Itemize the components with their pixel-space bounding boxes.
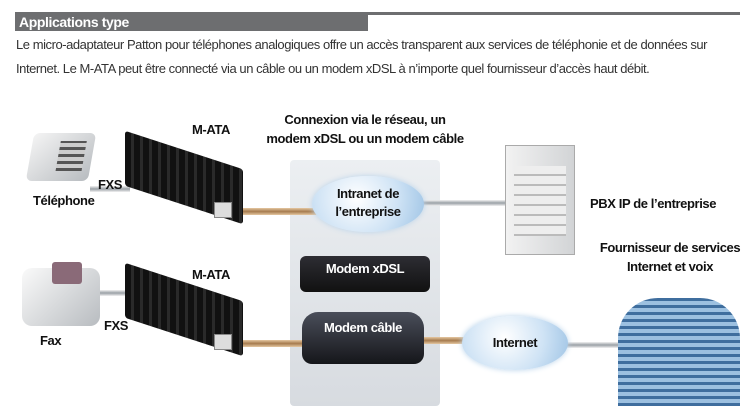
telephone-label: Téléphone [33,193,95,208]
section-title: Applications type [15,12,368,31]
intranet-cloud-icon [312,176,424,232]
telephone-icon [25,133,97,181]
ethernet-cable-1 [225,208,320,215]
m-ata-label-1: M-ATA [192,122,230,137]
connection-title-1: Connexion via le réseau, un [284,112,446,127]
pbx-link [420,200,510,206]
internet-label: Internet [492,335,538,350]
intro-line-1: Le micro-adaptateur Patton pour téléphon… [16,37,708,52]
header-rule [15,12,740,15]
internet-provider-link [560,342,622,348]
office-building-icon [618,298,740,406]
pbx-rack-icon [505,145,575,255]
intro-line-2: Internet. Le M-ATA peut être connecté vi… [16,61,650,76]
modem-cable-label: Modem câble [324,320,402,335]
modem-xdsl-label: Modem xDSL [325,261,405,276]
provider-label-2: Internet et voix [626,259,714,274]
modem-xdsl: Modem xDSL [300,256,430,292]
fxs-label-1: FXS [98,177,123,192]
modem-cable: Modem câble [302,312,424,364]
fax-label: Fax [40,333,62,348]
intranet-label-2: l’entreprise [335,204,401,219]
fxs-label-2: FXS [104,318,129,333]
ethernet-cable-2 [225,340,305,347]
modem-internet-cable [420,337,470,344]
ethernet-port-icon [214,334,232,350]
provider-label-1: Fournisseur de services [599,240,741,255]
connection-title-2: modem xDSL ou un modem câble [266,131,464,146]
m-ata-label-2: M-ATA [192,267,230,282]
internet-cloud-icon [462,316,568,370]
fax-icon [22,262,100,326]
fxs-cable-2 [98,290,130,296]
intranet-label-1: Intranet de [336,186,400,201]
fxs-cable-1 [90,186,130,192]
pbx-label: PBX IP de l’entreprise [590,196,717,211]
ethernet-port-icon [214,202,232,218]
